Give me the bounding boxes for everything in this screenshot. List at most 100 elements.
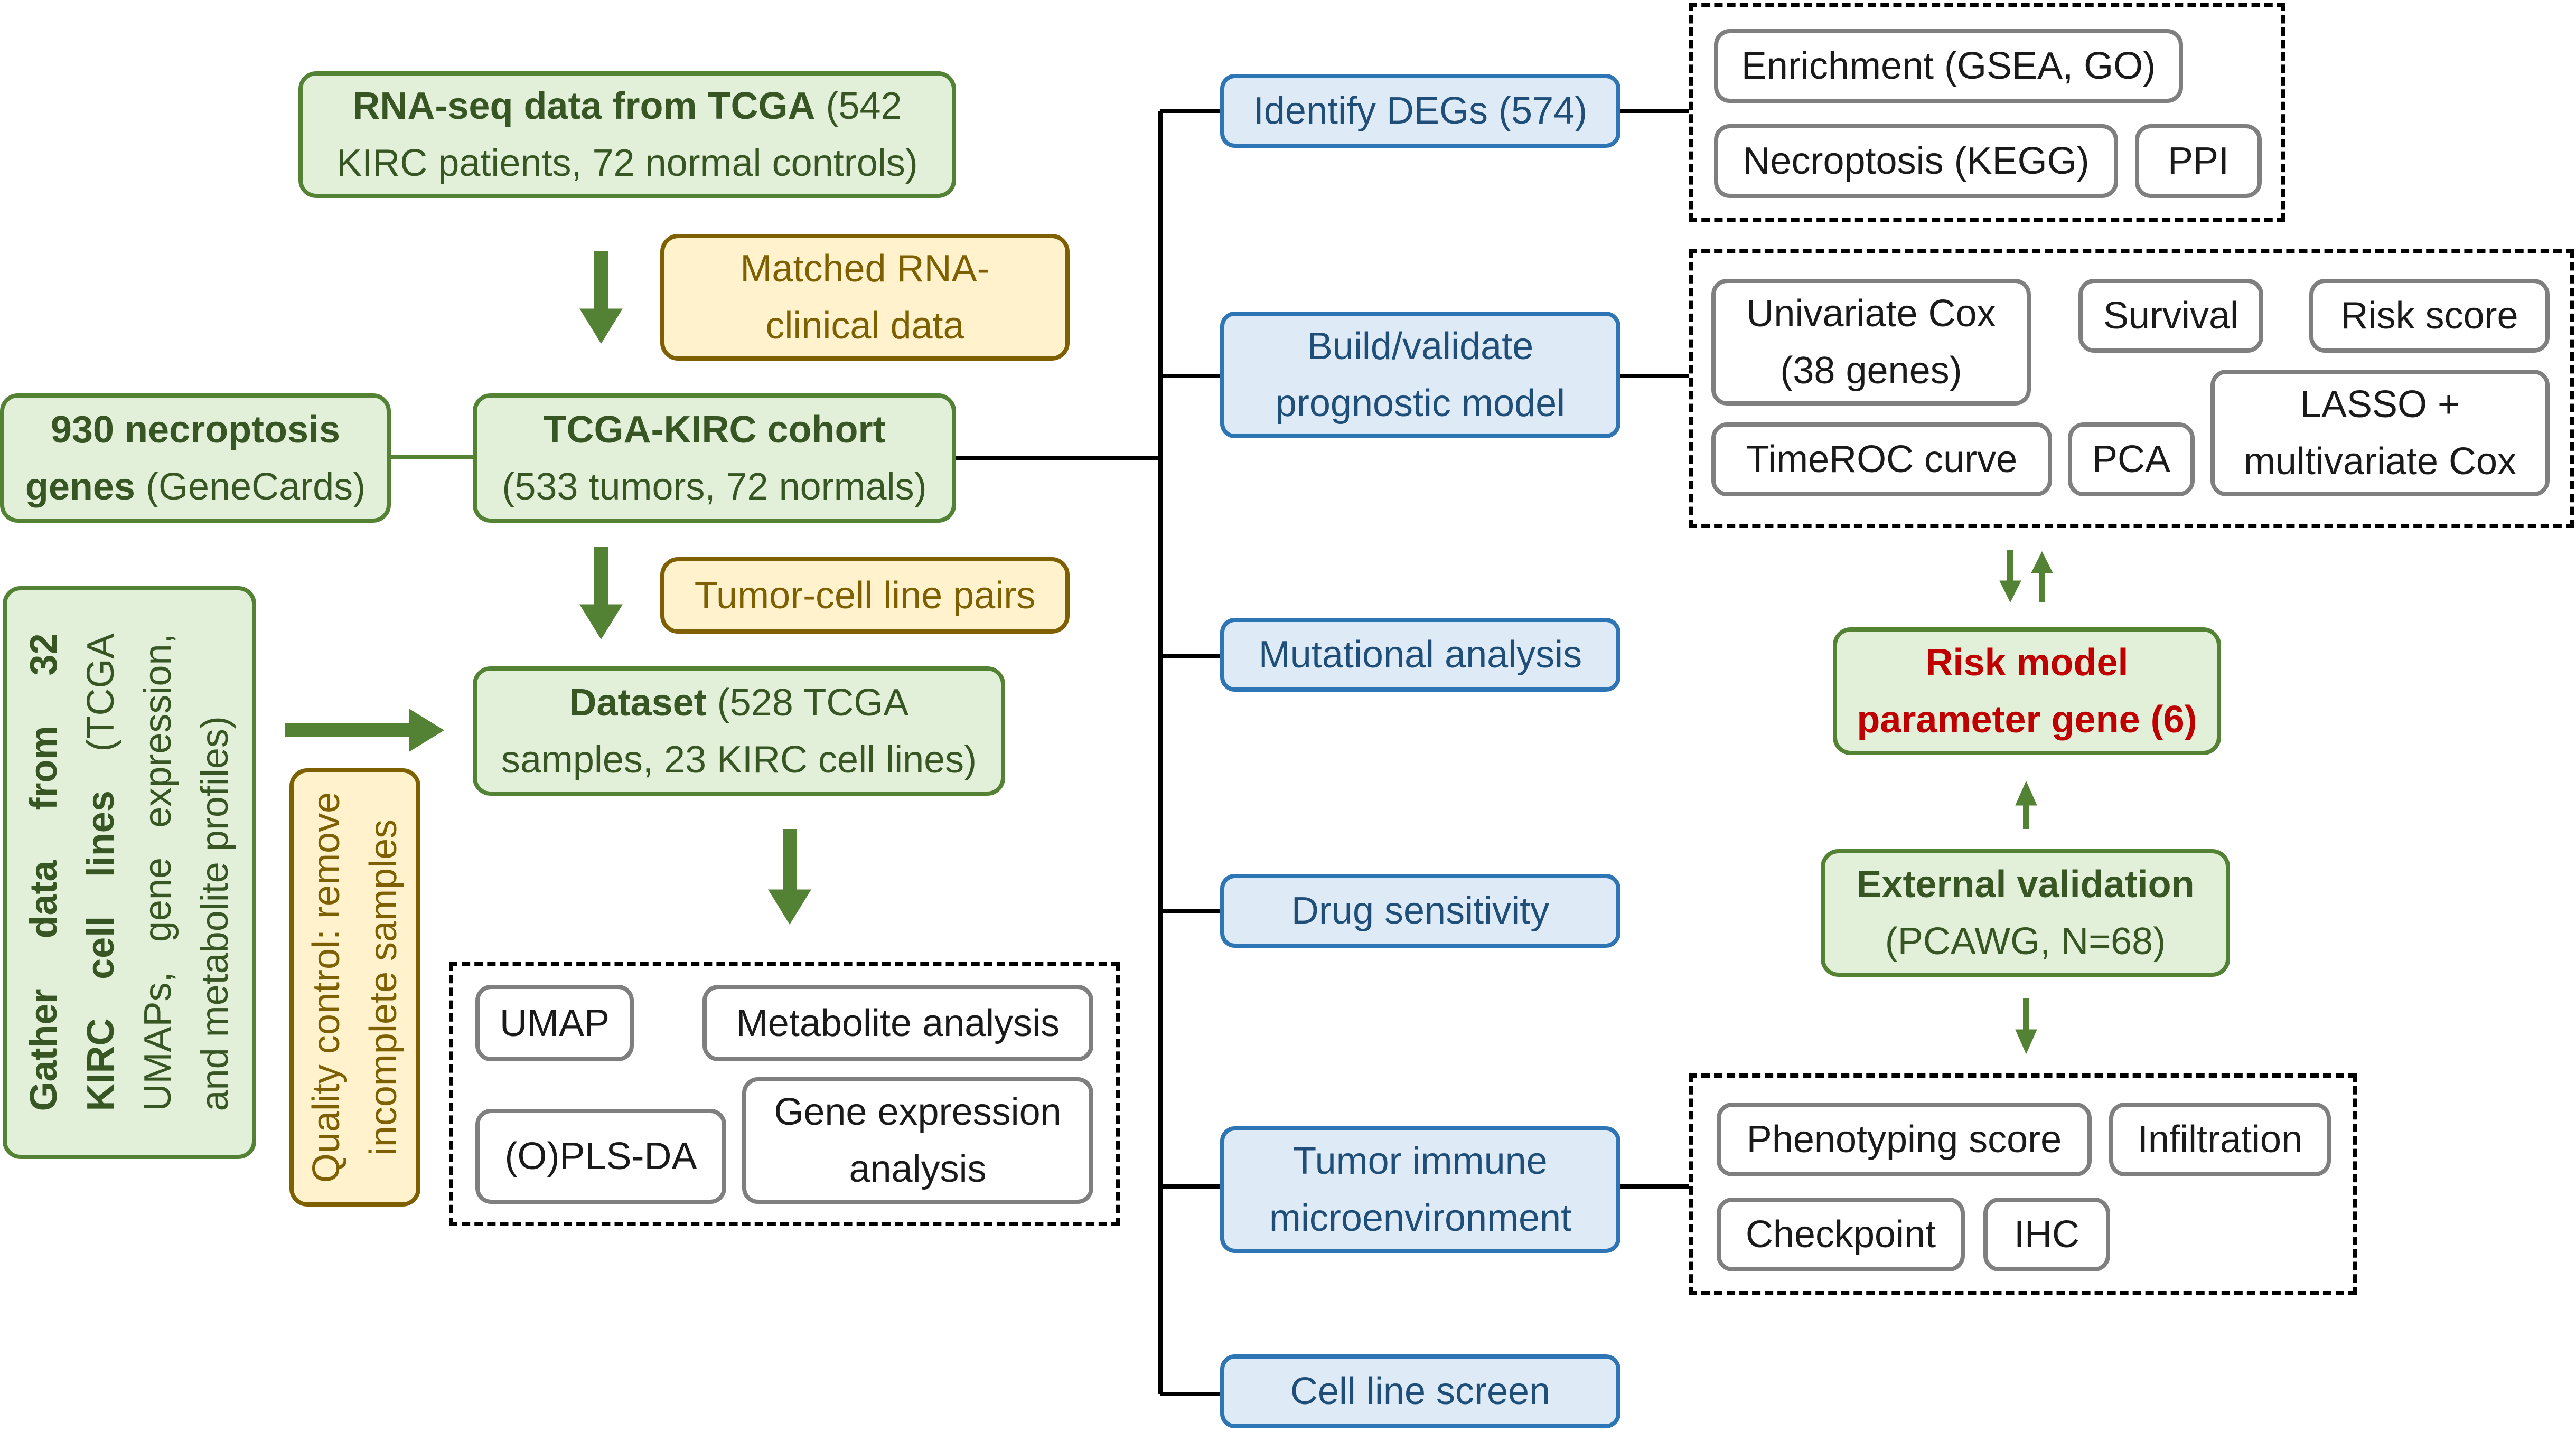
- gather-line2-bold: KIRC cell lines: [80, 790, 122, 1111]
- model-results-group: [1689, 249, 2574, 528]
- ppi-label: PPI: [2167, 140, 2230, 182]
- tumor-cell-pairs-box: Tumor-cell line pairs: [660, 557, 1070, 634]
- pairs-label: Tumor-cell line pairs: [694, 574, 1036, 617]
- gene-expression-box: Gene expression analysis: [742, 1077, 1093, 1204]
- arrow-down-icon: [1999, 550, 2021, 603]
- gene-expr-line2: analysis: [849, 1148, 987, 1190]
- metabolite-label: Metabolite analysis: [736, 1002, 1060, 1044]
- necroptosis-genes-box: 930 necroptosis genes (GeneCards): [0, 393, 391, 523]
- gene-expr-line1: Gene expression: [774, 1091, 1062, 1133]
- risk-score-box: Risk score: [2309, 279, 2550, 353]
- phenotyping-score-box: Phenotyping score: [1717, 1103, 2092, 1176]
- metabolite-analysis-box: Metabolite analysis: [702, 985, 1093, 1061]
- lasso-line2: multivariate Cox: [2243, 440, 2517, 483]
- umap-box: UMAP: [475, 985, 634, 1061]
- dataset-line2: samples, 23 KIRC cell lines): [501, 738, 977, 781]
- lasso-line1: LASSO +: [2300, 383, 2460, 426]
- opls-label: (O)PLS-DA: [504, 1135, 697, 1177]
- gather-cell-lines-box: [3, 586, 256, 1159]
- tme-line1: Tumor immune: [1293, 1140, 1548, 1182]
- rnaseq-count: (542: [815, 85, 902, 127]
- drug-sensitivity-box: Drug sensitivity: [1220, 874, 1620, 948]
- cohort-title: TCGA-KIRC cohort: [543, 408, 886, 451]
- necroptosis-label: Necroptosis (KEGG): [1743, 140, 2090, 182]
- survival-label: Survival: [2103, 295, 2239, 337]
- pca-label: PCA: [2092, 438, 2171, 481]
- ppi-box: PPI: [2135, 124, 2262, 198]
- analysis-group: [449, 962, 1120, 1226]
- build-model-box: Build/validate prognostic model: [1220, 312, 1620, 438]
- cohort-line2: (533 tumors, 72 normals): [502, 465, 927, 508]
- qc-text: Quality control: remove incomplete sampl…: [292, 781, 418, 1193]
- gather-line1: Gather data from 32: [23, 633, 65, 1111]
- rnaseq-title: RNA-seq data from TCGA: [352, 85, 816, 127]
- riskmodel-line1: Risk model: [1925, 642, 2129, 684]
- qc-line1: Quality control: remove: [305, 792, 348, 1183]
- umap-label: UMAP: [499, 1002, 610, 1044]
- mutational-label: Mutational analysis: [1258, 634, 1582, 676]
- genes-line2-rest: (GeneCards): [135, 465, 366, 508]
- arrow-down-icon: [579, 547, 623, 639]
- riskscore-label: Risk score: [2340, 295, 2518, 337]
- build-line2: prognostic model: [1275, 382, 1566, 425]
- identify-degs-box: Identify DEGs (574): [1220, 74, 1620, 148]
- rnaseq-line2: KIRC patients, 72 normal controls): [336, 142, 918, 184]
- quality-control-box: [289, 768, 420, 1207]
- gather-text: Gather data from 32 KIRC cell lines (TCG…: [13, 633, 246, 1111]
- lasso-box: LASSO + multivariate Cox: [2210, 370, 2550, 496]
- dataset-title: Dataset: [569, 681, 707, 724]
- extval-line2: (PCAWG, N=68): [1885, 920, 2166, 963]
- cell-line-screen-box: Cell line screen: [1220, 1354, 1620, 1428]
- timeroc-label: TimeROC curve: [1746, 438, 2018, 481]
- gather-line4: and metabolite profiles): [194, 716, 236, 1111]
- tme-line2: microenvironment: [1269, 1197, 1572, 1239]
- checkpoint-box: Checkpoint: [1717, 1198, 1965, 1271]
- ihc-box: IHC: [1983, 1198, 2110, 1271]
- genes-line2-bold: genes: [25, 465, 135, 508]
- univariate-cox-box: Univariate Cox (38 genes): [1711, 279, 2031, 406]
- immune-results-group: [1689, 1073, 2357, 1295]
- univariate-line1: Univariate Cox: [1746, 293, 1996, 335]
- gather-line3: UMAPs, gene expression,: [137, 633, 179, 1111]
- rnaseq-box: RNA-seq data from TCGA (542 KIRC patient…: [298, 71, 956, 198]
- arrow-up-icon: [2031, 551, 2053, 602]
- arrow-down-icon: [579, 251, 623, 344]
- degs-label: Identify DEGs (574): [1253, 90, 1588, 132]
- dataset-rest: (528 TCGA: [706, 681, 909, 724]
- deg-results-group: [1689, 3, 2285, 222]
- tumor-immune-box: Tumor immune microenvironment: [1220, 1126, 1620, 1253]
- univariate-line2: (38 genes): [1780, 350, 1962, 392]
- necroptosis-kegg-box: Necroptosis (KEGG): [1714, 124, 2118, 198]
- risk-model-box: Risk model parameter gene (6): [1833, 627, 2221, 755]
- matched-line2: clinical data: [765, 305, 964, 347]
- matched-data-box: Matched RNA- clinical data: [660, 234, 1070, 361]
- mutational-analysis-box: Mutational analysis: [1220, 618, 1620, 692]
- arrow-down-icon: [2015, 998, 2037, 1054]
- drug-label: Drug sensitivity: [1291, 890, 1550, 932]
- phenotyping-label: Phenotyping score: [1746, 1118, 2062, 1161]
- gather-line2-rest: (TCGA: [80, 633, 122, 791]
- pca-box: PCA: [2068, 422, 2195, 496]
- extval-line1: External validation: [1856, 863, 2195, 906]
- arrow-down-icon: [768, 829, 811, 925]
- timeroc-box: TimeROC curve: [1711, 422, 2052, 496]
- opls-da-box: (O)PLS-DA: [475, 1109, 726, 1204]
- build-line1: Build/validate: [1307, 325, 1534, 368]
- cellscreen-label: Cell line screen: [1290, 1370, 1551, 1412]
- dataset-box: Dataset (528 TCGA samples, 23 KIRC cell …: [473, 666, 1005, 796]
- qc-line2: incomplete samples: [362, 819, 405, 1156]
- infiltration-label: Infiltration: [2137, 1118, 2303, 1161]
- genes-line1: 930 necroptosis: [50, 408, 341, 451]
- external-validation-box: External validation (PCAWG, N=68): [1821, 849, 2230, 977]
- arrow-right-icon: [285, 709, 444, 752]
- enrichment-box: Enrichment (GSEA, GO): [1714, 29, 2183, 103]
- riskmodel-line2: parameter gene (6): [1857, 699, 2197, 741]
- arrow-up-icon: [2015, 780, 2037, 829]
- tcga-kirc-cohort-box: TCGA-KIRC cohort (533 tumors, 72 normals…: [473, 393, 956, 523]
- matched-line1: Matched RNA-: [740, 248, 990, 290]
- survival-box: Survival: [2078, 279, 2263, 353]
- infiltration-box: Infiltration: [2109, 1103, 2331, 1176]
- ihc-label: IHC: [2014, 1213, 2079, 1256]
